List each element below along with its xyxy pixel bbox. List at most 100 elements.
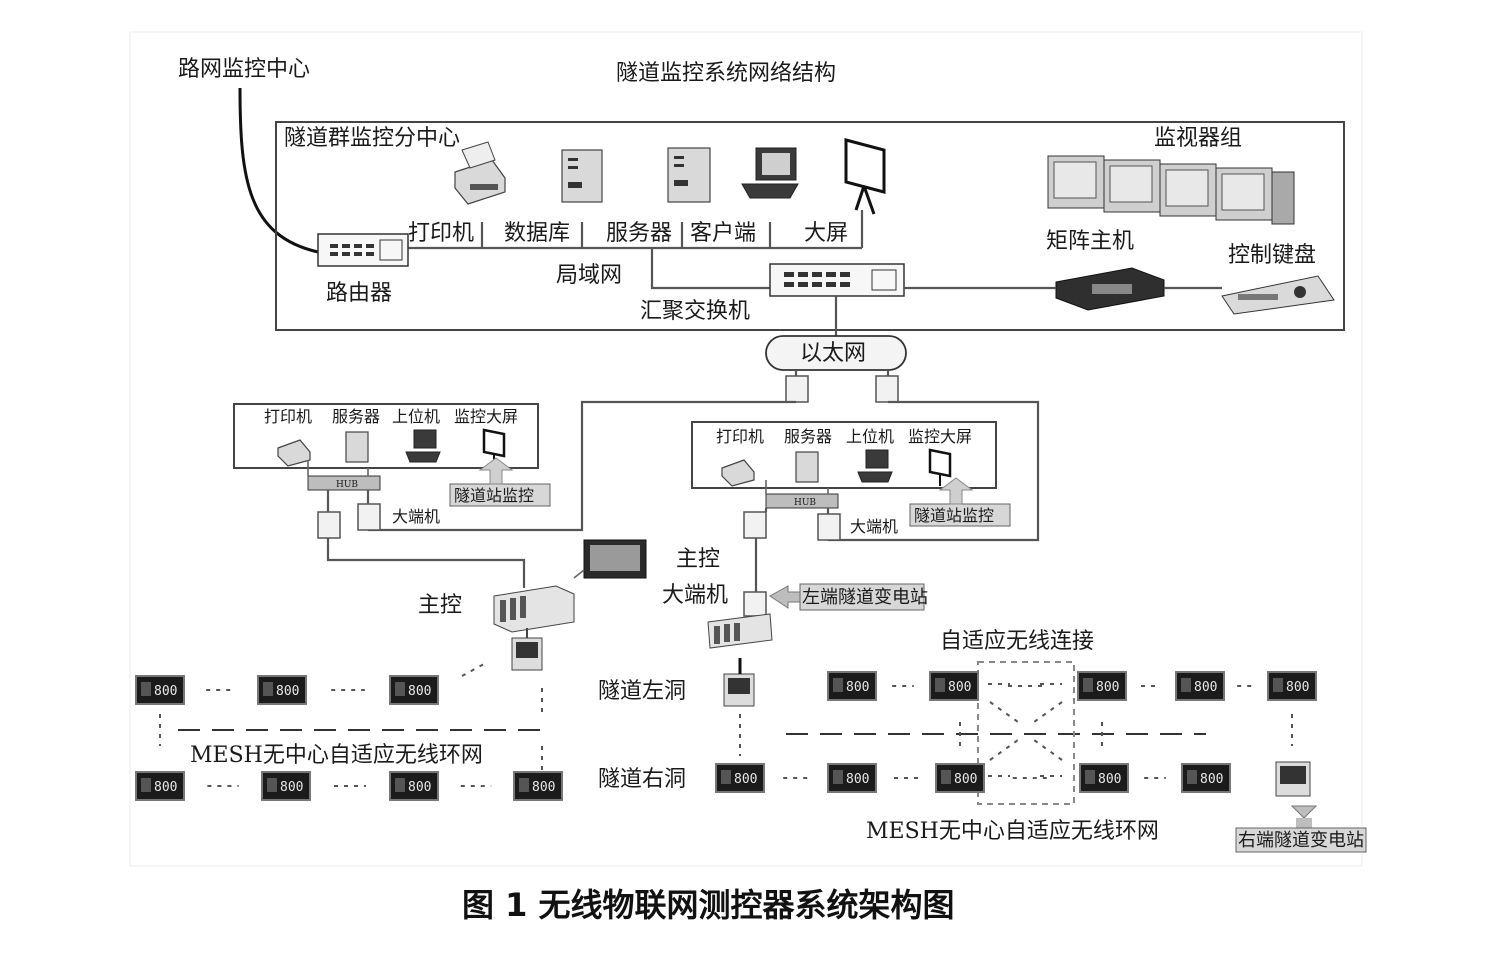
mesh-node-value: 800 bbox=[408, 684, 431, 699]
mesh-node-value: 800 bbox=[1096, 680, 1119, 695]
left-substation-tag bbox=[799, 583, 925, 611]
mesh-node-value: 800 bbox=[734, 772, 757, 787]
port-icon bbox=[785, 375, 809, 403]
port-icon bbox=[317, 511, 341, 539]
client-label: 客户端 bbox=[690, 221, 756, 246]
mesh-node-value: 800 bbox=[948, 680, 971, 695]
screen-label: 大屏 bbox=[804, 221, 848, 246]
left-bigscreen-icon bbox=[482, 428, 506, 466]
left-station-box bbox=[233, 403, 539, 469]
ethernet-cloud bbox=[765, 335, 907, 371]
keyboard-icon bbox=[1221, 275, 1335, 315]
monitor-group-label: 监视器组 bbox=[1154, 126, 1242, 151]
right-server-icon bbox=[795, 451, 819, 483]
up-arrow-icon bbox=[1290, 805, 1318, 819]
switch-label: 汇聚交换机 bbox=[640, 299, 750, 324]
mesh-node: 800 bbox=[389, 675, 439, 705]
right-terminal-label: 大端机 bbox=[850, 517, 898, 536]
left-printer-icon bbox=[277, 439, 311, 467]
mesh-nodes: 800 800 800 800 800 800 800 800 800 800 800 800 800 8… bbox=[135, 671, 1317, 801]
up-arrow-icon bbox=[938, 477, 974, 505]
client-icon bbox=[741, 147, 799, 199]
ethernet-label: 以太网 bbox=[800, 341, 866, 366]
switch-icon bbox=[769, 263, 905, 297]
left-hub-icon bbox=[307, 475, 381, 491]
mesh-node: 800 bbox=[135, 771, 185, 801]
printer-icon bbox=[454, 141, 506, 205]
right-hub-down bbox=[764, 508, 830, 514]
left-arrow-icon bbox=[769, 585, 801, 609]
right-substation-tag bbox=[1235, 827, 1367, 853]
right-host-icon bbox=[857, 449, 893, 483]
mesh-node: 800 bbox=[1079, 763, 1129, 793]
tunnel-right-label: 隧道右洞 bbox=[598, 767, 686, 792]
mesh-node: 800 bbox=[389, 771, 439, 801]
mesh-node: 800 bbox=[1175, 671, 1225, 701]
left-server-label: 服务器 bbox=[332, 407, 380, 426]
mesh-node-value: 800 bbox=[1098, 772, 1121, 787]
right-big-terminal-label: 大端机 bbox=[662, 583, 728, 608]
mesh-node-value: 800 bbox=[846, 772, 869, 787]
database-icon bbox=[561, 149, 603, 203]
left-terminal-label: 大端机 bbox=[392, 507, 440, 526]
port-icon bbox=[875, 375, 899, 403]
road-center-link bbox=[238, 87, 319, 254]
right-fiber bbox=[828, 400, 1040, 542]
right-bigscreen-icon bbox=[928, 448, 952, 486]
right-ring-dots bbox=[739, 714, 1293, 756]
matrix-host-icon bbox=[1055, 267, 1165, 311]
port-icon bbox=[357, 503, 381, 531]
hmi-icon bbox=[723, 658, 755, 707]
right-substation-label: 右端隧道变电站 bbox=[1238, 830, 1364, 851]
mesh-node: 800 bbox=[929, 671, 979, 701]
database-label: 数据库 bbox=[504, 221, 570, 246]
up-arrow-icon bbox=[478, 457, 514, 485]
left-substation-label: 左端隧道变电站 bbox=[802, 587, 928, 608]
right-hub-links bbox=[765, 480, 829, 494]
mesh-node: 800 bbox=[1181, 763, 1231, 793]
mesh-node: 800 bbox=[827, 671, 877, 701]
mesh-node: 800 bbox=[513, 771, 563, 801]
right-server-label: 服务器 bbox=[784, 427, 832, 446]
mesh-node: 800 bbox=[935, 763, 985, 793]
left-hub-label: HUB bbox=[336, 480, 358, 490]
screen-icon bbox=[844, 138, 886, 215]
port-icon bbox=[817, 513, 841, 541]
left-hub-links bbox=[307, 460, 369, 476]
mesh-node: 800 bbox=[261, 771, 311, 801]
mesh-node-value: 800 bbox=[154, 780, 177, 795]
plc-icon bbox=[707, 613, 773, 649]
left-bigscreen-label: 监控大屏 bbox=[454, 407, 518, 426]
plc-icon bbox=[493, 585, 575, 633]
left-fiber bbox=[368, 400, 796, 532]
left-monitor-tag-label: 隧道站监控 bbox=[454, 486, 534, 505]
sub-center-label: 隧道群监控分中心 bbox=[284, 126, 460, 151]
left-main-link bbox=[326, 538, 526, 588]
mesh-node-value: 800 bbox=[1194, 680, 1217, 695]
matrix-host-label: 矩阵主机 bbox=[1046, 229, 1134, 254]
mesh-node-value: 800 bbox=[280, 780, 303, 795]
right-hub-label: HUB bbox=[794, 498, 816, 508]
mesh-right-label: MESH无中心自适应无线环网 bbox=[866, 819, 1159, 844]
sub-center-box bbox=[275, 121, 1345, 331]
mesh-node: 800 bbox=[257, 675, 307, 705]
mesh-node: 800 bbox=[1267, 671, 1317, 701]
left-host-label: 上位机 bbox=[392, 407, 440, 426]
touch-panel-icon bbox=[583, 539, 647, 579]
figure-caption: 图 1 无线物联网测控器系统架构图 bbox=[462, 886, 955, 924]
mesh-node-value: 800 bbox=[1200, 772, 1223, 787]
left-printer-label: 打印机 bbox=[264, 407, 312, 426]
device-drops bbox=[480, 210, 864, 248]
right-station-box bbox=[691, 421, 997, 489]
right-printer-label: 打印机 bbox=[716, 427, 764, 446]
mesh-node-value: 800 bbox=[954, 772, 977, 787]
mesh-node-value: 800 bbox=[276, 684, 299, 699]
left-hub-down bbox=[326, 490, 370, 512]
tunnel-left-label: 隧道左洞 bbox=[598, 679, 686, 704]
hmi-icon bbox=[511, 628, 543, 671]
router-label: 路由器 bbox=[326, 281, 392, 306]
adaptive-link-box bbox=[977, 661, 1075, 805]
mesh-node-value: 800 bbox=[154, 684, 177, 699]
